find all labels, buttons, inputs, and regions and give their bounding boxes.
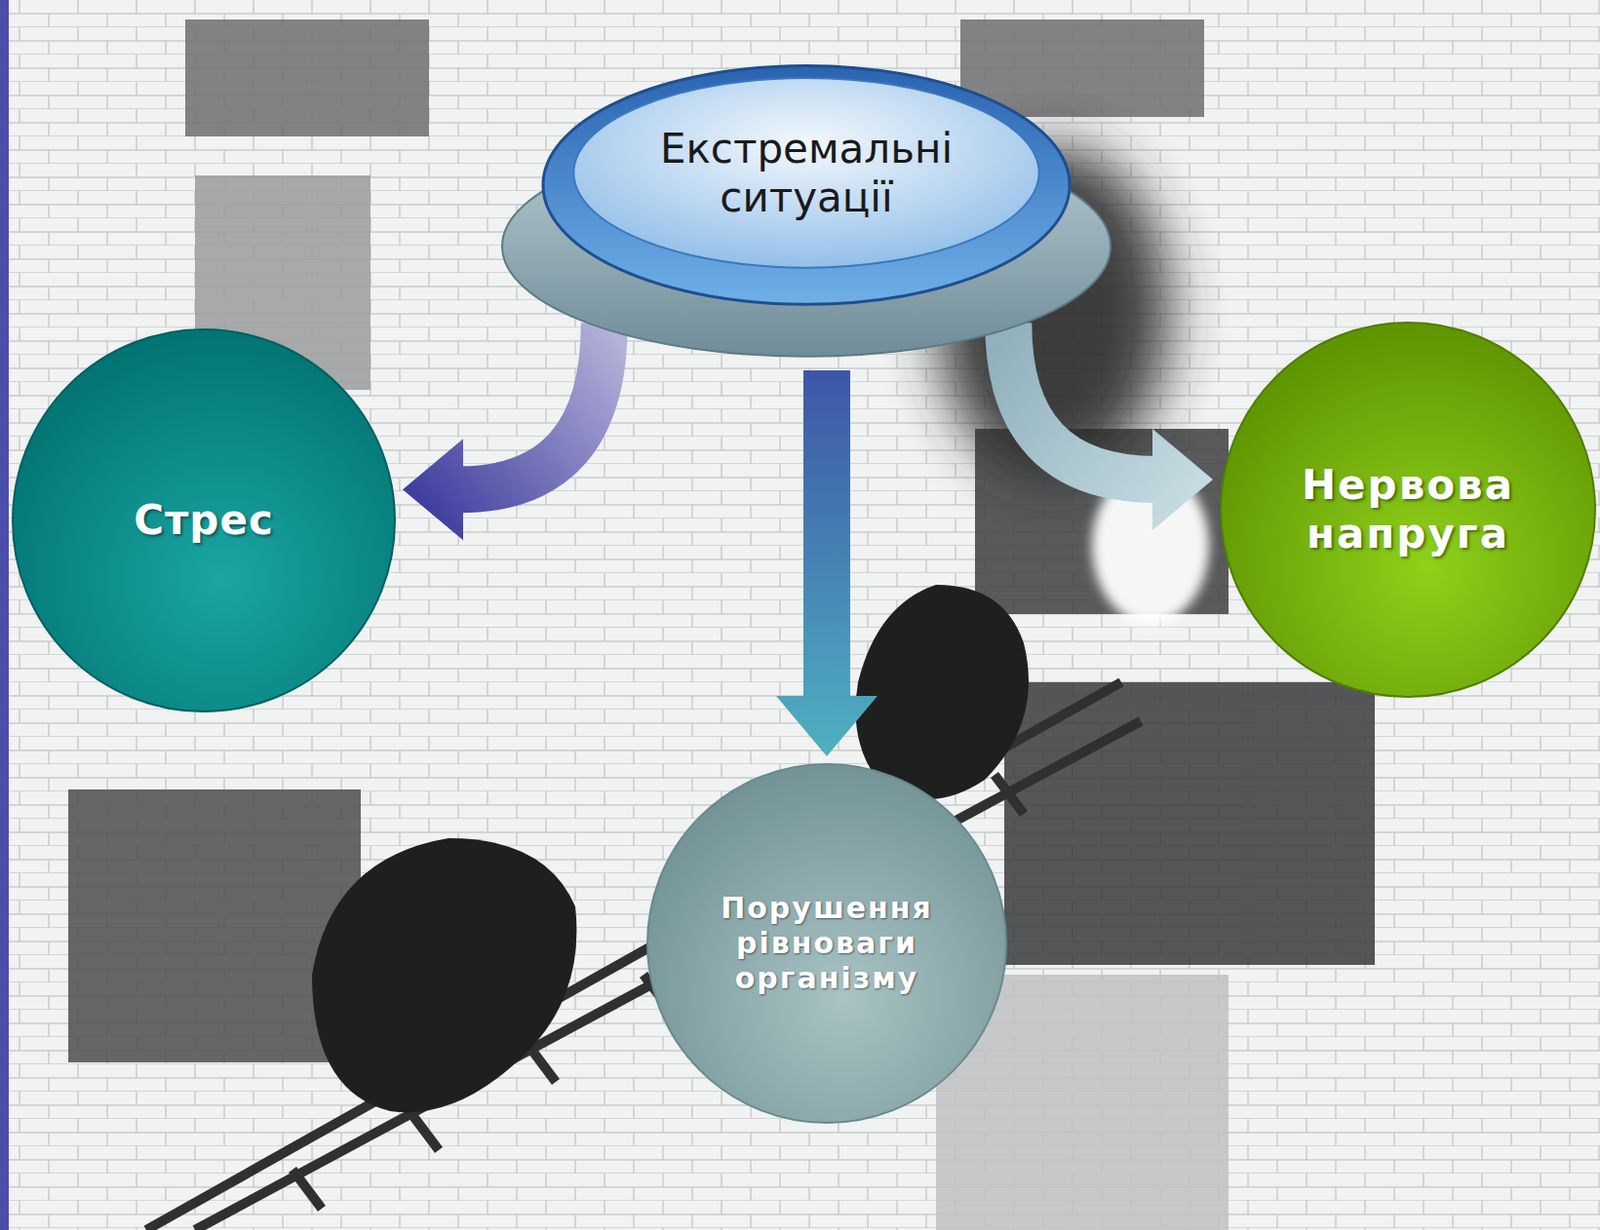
arrow-down-head	[776, 696, 878, 757]
text-holder: Порушення рівноваги організму	[692, 809, 961, 1078]
arrow-left-shaft	[459, 322, 605, 490]
text-holder: Стрес	[60, 377, 347, 664]
circle-fill	[647, 764, 1007, 1124]
node-label: Нервова напруга	[1267, 461, 1548, 560]
arrow-left-head	[402, 438, 464, 541]
title-plate: Екстремальні ситуації	[500, 56, 1113, 363]
arrow-right	[1008, 322, 1213, 531]
side-bar	[0, 0, 9, 1230]
circle-fill	[1220, 322, 1596, 698]
text-holder: Екстремальні ситуації	[587, 95, 1025, 252]
plate-face	[573, 78, 1039, 269]
node-label: Стрес	[133, 496, 274, 546]
text-holder: Нервова напруга	[1267, 369, 1548, 650]
node-label: Порушення рівноваги організму	[692, 891, 961, 997]
imbalance-circle: Порушення рівноваги організму	[645, 762, 1009, 1126]
tension-circle: Нервова напруга	[1218, 320, 1598, 700]
arrow-right-head	[1152, 429, 1213, 531]
arrow-down-shaft	[803, 370, 851, 701]
node-label: Екстремальні ситуації	[587, 124, 1025, 224]
arrow-right-shaft	[1008, 322, 1157, 480]
circle-fill	[12, 329, 395, 712]
arrow-down	[776, 370, 878, 757]
stress-circle: Стрес	[10, 327, 397, 714]
arrow-left	[402, 322, 605, 541]
plate-rim	[543, 65, 1070, 305]
